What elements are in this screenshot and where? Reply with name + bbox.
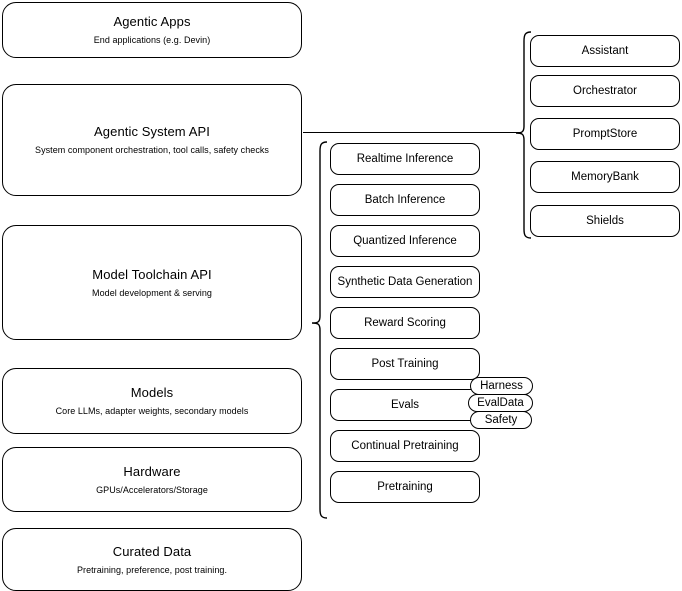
layer-box-curated-data[interactable]: Curated Data Pretraining, preference, po…	[2, 528, 302, 591]
layer-box-model-toolchain-api[interactable]: Model Toolchain API Model development & …	[2, 225, 302, 340]
toolchain-box-pretraining[interactable]: Pretraining	[330, 471, 480, 503]
layer-title: Agentic Apps	[113, 14, 191, 29]
agentic-label: PromptStore	[572, 128, 638, 140]
eval-pill-label: Harness	[480, 379, 523, 392]
brace-toolchain-components	[310, 140, 328, 522]
agentic-box-orchestrator[interactable]: Orchestrator	[530, 75, 680, 107]
layer-box-models[interactable]: Models Core LLMs, adapter weights, secon…	[2, 368, 302, 434]
toolchain-label: Pretraining	[377, 481, 433, 493]
layer-box-agentic-system-api[interactable]: Agentic System API System component orch…	[2, 84, 302, 196]
toolchain-box-continual-pretraining[interactable]: Continual Pretraining	[330, 430, 480, 462]
layer-subtitle: Model development & serving	[92, 287, 212, 298]
agentic-label: Assistant	[581, 45, 629, 57]
toolchain-label: Continual Pretraining	[351, 440, 459, 452]
toolchain-box-batch-inference[interactable]: Batch Inference	[330, 184, 480, 216]
layer-title: Hardware	[123, 463, 181, 479]
toolchain-box-post-training[interactable]: Post Training	[330, 348, 480, 380]
layer-title: Models	[130, 385, 174, 400]
agentic-box-memorybank[interactable]: MemoryBank	[530, 161, 680, 193]
layer-box-hardware[interactable]: Hardware GPUs/Accelerators/Storage	[2, 447, 302, 512]
layer-title: Agentic System API	[94, 124, 210, 139]
layer-subtitle: End applications (e.g. Devin)	[93, 35, 211, 45]
toolchain-label: Synthetic Data Generation	[337, 276, 473, 288]
toolchain-label: Evals	[390, 399, 420, 411]
toolchain-box-reward-scoring[interactable]: Reward Scoring	[330, 307, 480, 339]
agentic-label: MemoryBank	[571, 171, 639, 183]
eval-pill-harness[interactable]: Harness	[470, 377, 533, 395]
layer-title: Curated Data	[112, 543, 192, 559]
toolchain-box-realtime-inference[interactable]: Realtime Inference	[330, 143, 480, 175]
brace-agentic-components	[514, 30, 532, 242]
toolchain-label: Post Training	[371, 358, 439, 370]
toolchain-box-synthetic-data-generation[interactable]: Synthetic Data Generation	[330, 266, 480, 298]
toolchain-box-quantized-inference[interactable]: Quantized Inference	[330, 225, 480, 257]
layer-box-agentic-apps[interactable]: Agentic Apps End applications (e.g. Devi…	[2, 2, 302, 58]
layer-subtitle: Core LLMs, adapter weights, secondary mo…	[55, 406, 249, 416]
toolchain-label: Quantized Inference	[353, 235, 457, 247]
eval-pill-label: EvalData	[477, 396, 524, 409]
agentic-label: Orchestrator	[573, 85, 637, 97]
connector-agentic-system-to-components	[303, 132, 521, 134]
eval-pill-label: Safety	[484, 413, 518, 426]
layer-subtitle: GPUs/Accelerators/Storage	[96, 484, 208, 495]
layer-title: Model Toolchain API	[92, 266, 212, 282]
toolchain-label: Batch Inference	[364, 194, 446, 206]
toolchain-label: Realtime Inference	[356, 153, 454, 165]
eval-pill-evaldata[interactable]: EvalData	[468, 394, 533, 412]
agentic-box-promptstore[interactable]: PromptStore	[530, 118, 680, 150]
agentic-box-assistant[interactable]: Assistant	[530, 35, 680, 67]
layer-subtitle: Pretraining, preference, post training.	[76, 564, 228, 575]
toolchain-box-evals[interactable]: Evals	[330, 389, 480, 421]
agentic-label: Shields	[586, 215, 624, 227]
eval-pill-safety[interactable]: Safety	[470, 411, 532, 429]
toolchain-label: Reward Scoring	[364, 317, 446, 329]
agentic-box-shields[interactable]: Shields	[530, 205, 680, 237]
layer-subtitle: System component orchestration, tool cal…	[35, 145, 269, 155]
